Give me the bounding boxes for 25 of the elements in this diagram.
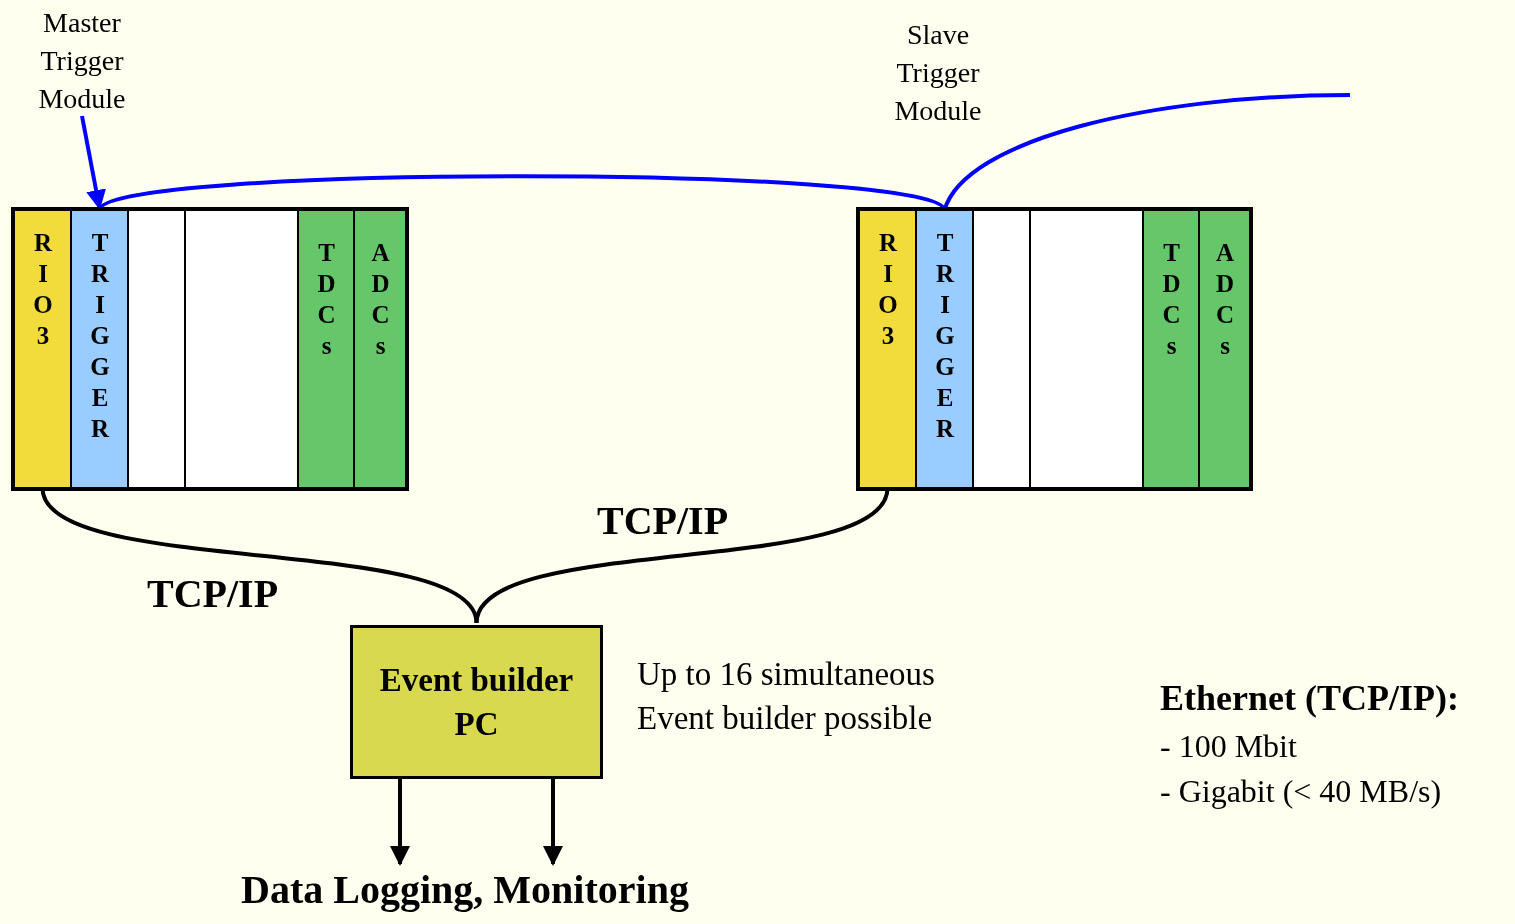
module-label: Master Trigger Module [22,4,142,116]
caption-text: Up to 16 simultaneous Event builder possible [637,655,936,738]
module-slot: TDCs [1143,210,1199,488]
pc-box: Event builder PC [350,625,603,779]
empty-slot [1030,210,1143,488]
module-label: Slave Trigger Module [893,18,983,128]
heading-text: Ethernet (TCP/IP): [1160,677,1460,720]
arrow [543,779,563,866]
list-item: - Gigabit (< 40 MB/s) [1160,772,1443,811]
crate-frame [856,207,1253,491]
list-item: - 100 Mbit [1160,727,1298,766]
module-slot: ADCs [354,210,406,488]
empty-slot [128,210,185,488]
module-slot: TDCs [298,210,354,488]
output-label: Data Logging, Monitoring [215,866,715,922]
module-slot: ADCs [1199,210,1250,488]
arrow [80,115,106,210]
module-slot: RIO3 [859,210,916,488]
module-slot: RIO3 [14,210,71,488]
empty-slot [973,210,1030,488]
empty-slot [185,210,298,488]
module-slot: TRIGGER [71,210,128,488]
module-slot: TRIGGER [916,210,973,488]
arrow [390,779,410,866]
crate-frame [11,207,409,491]
